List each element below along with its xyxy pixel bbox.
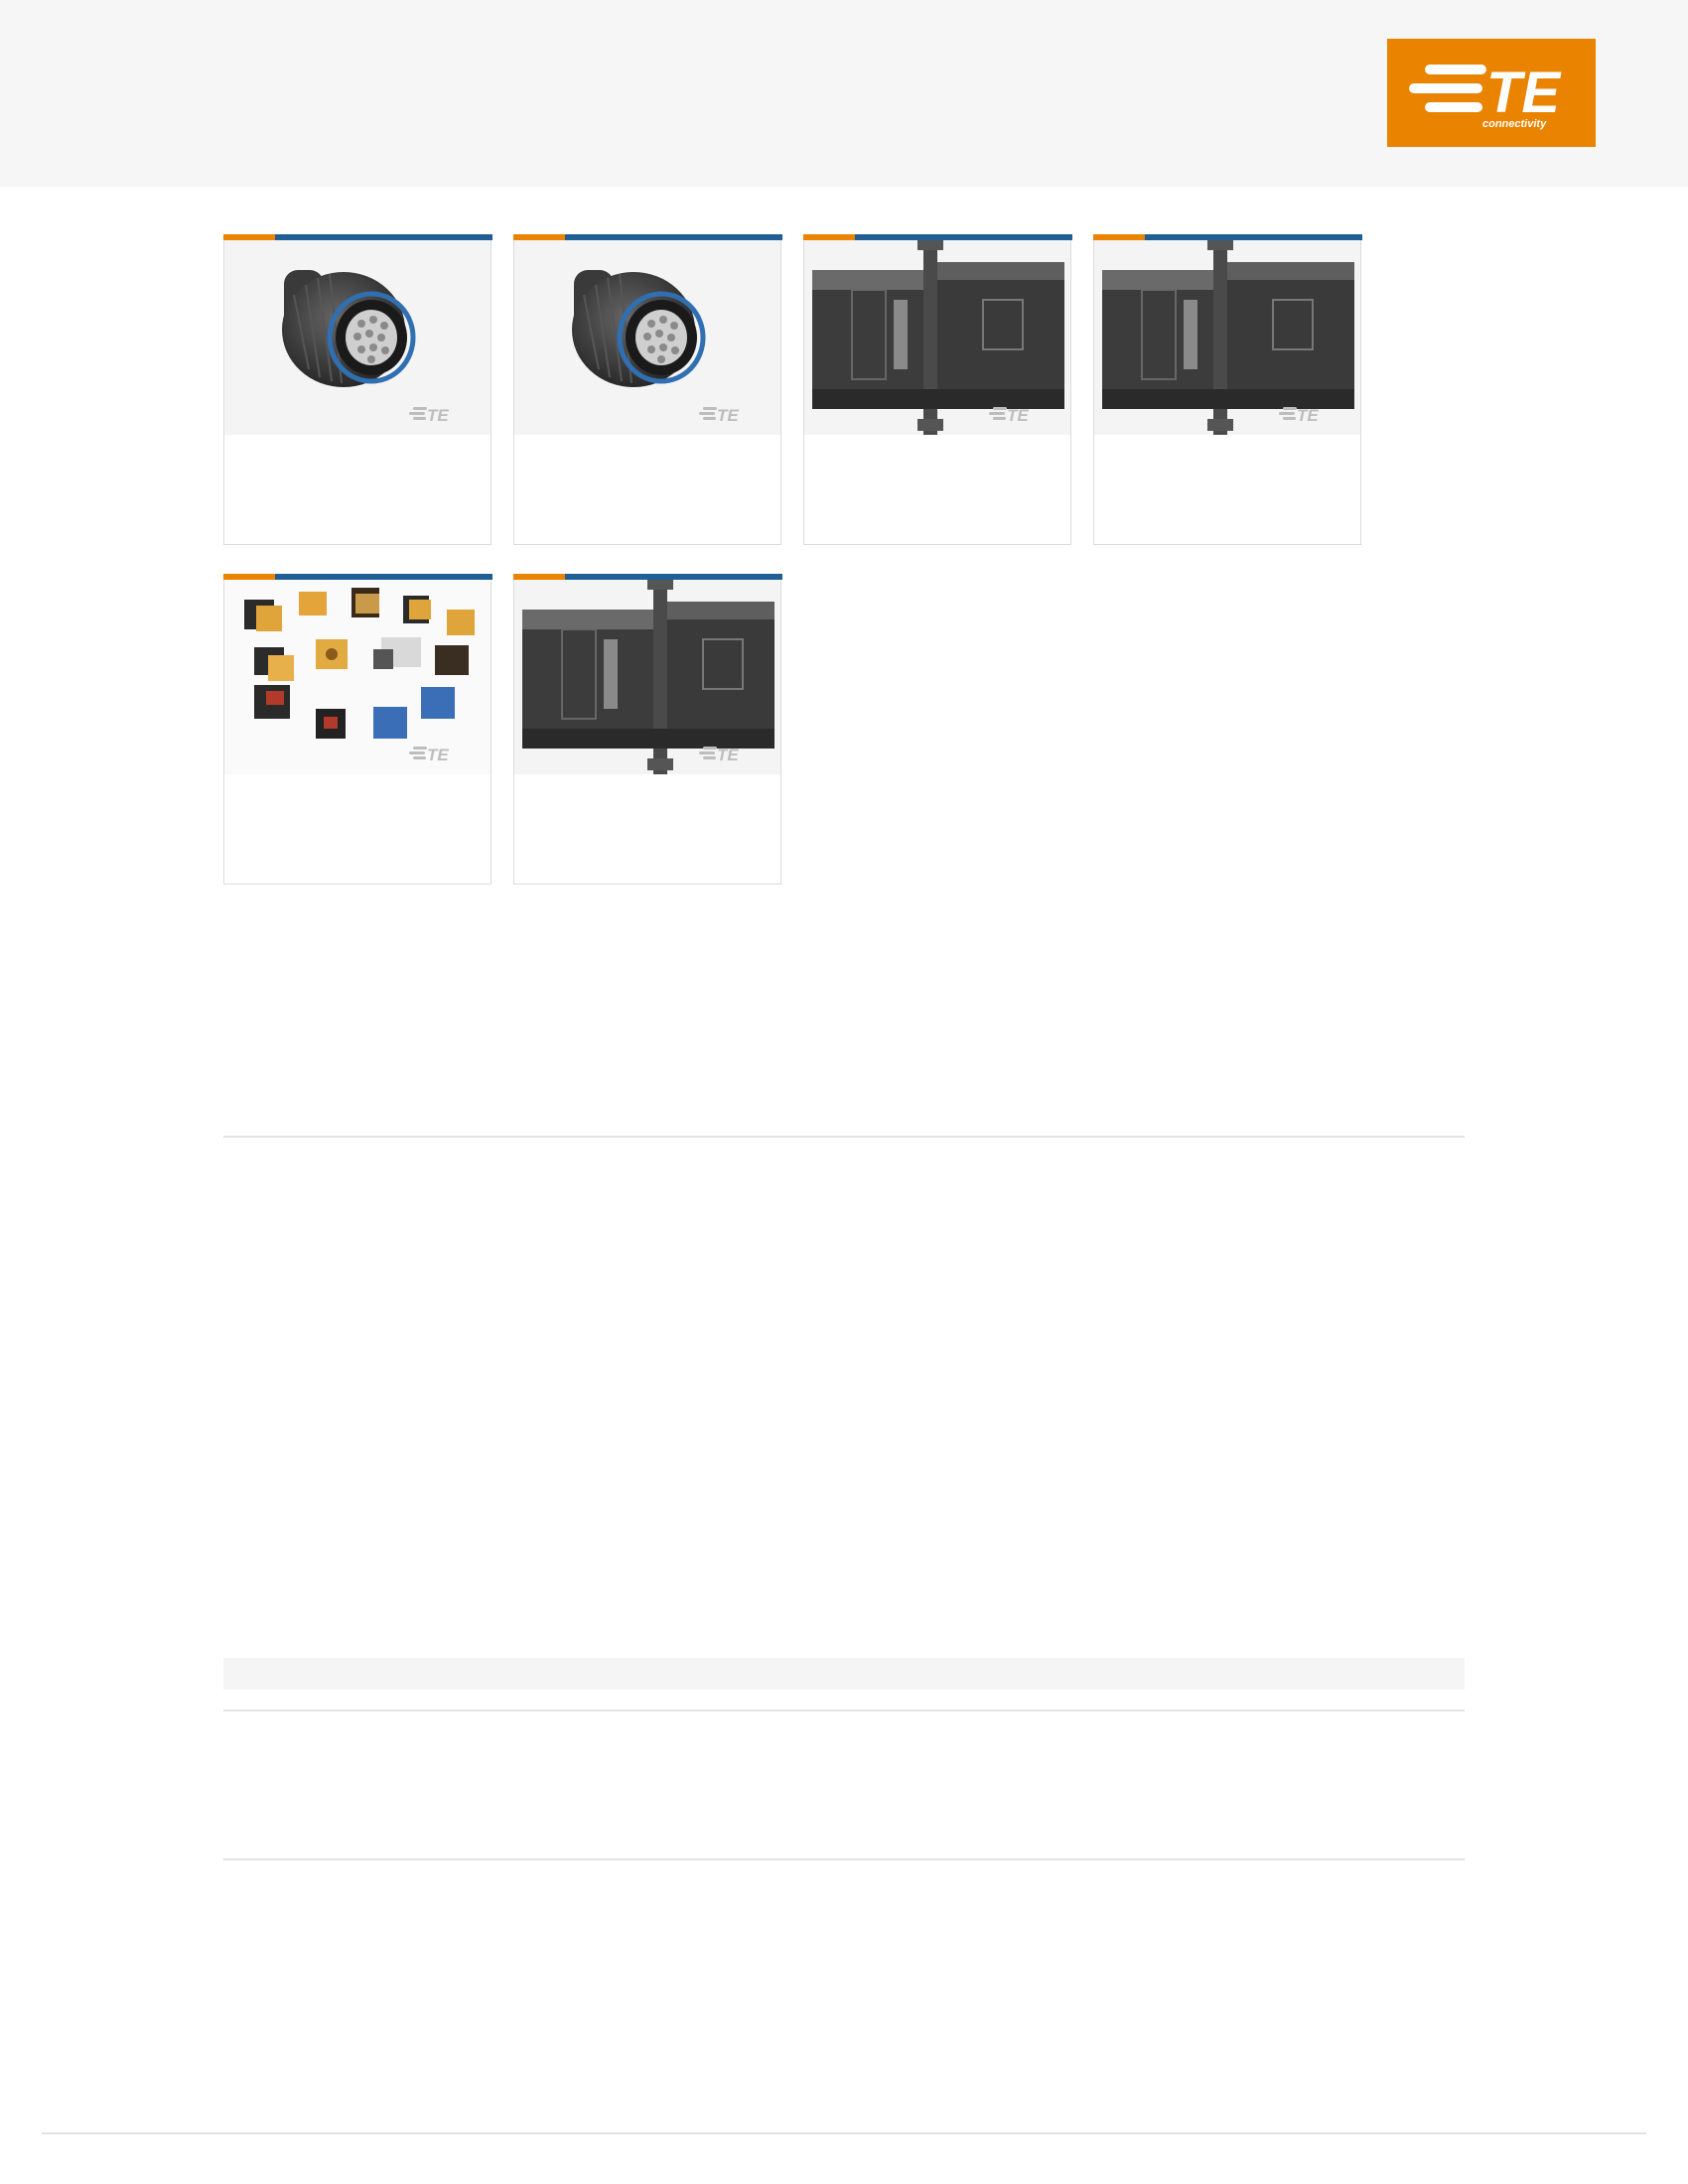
card-accent-bar <box>223 234 492 240</box>
circular-connector-image: TE <box>514 240 780 435</box>
svg-text:TE: TE <box>717 406 739 425</box>
rectangular-connector-image: TE <box>1094 240 1360 435</box>
table-divider <box>223 1858 1465 1860</box>
card-accent-bar <box>803 234 1072 240</box>
page-header: TE connectivity <box>0 0 1688 187</box>
card-accent-bar <box>223 574 492 580</box>
connector-family-image: TE <box>224 580 491 774</box>
card-accent-bar <box>513 574 782 580</box>
product-card-4[interactable]: TE <box>1093 234 1362 545</box>
svg-text:TE: TE <box>1007 406 1029 425</box>
te-watermark-icon: TE <box>1279 406 1319 425</box>
te-watermark-icon: TE <box>699 406 739 425</box>
te-watermark-icon: TE <box>409 406 449 425</box>
card-accent-bar <box>1093 234 1362 240</box>
product-card-5[interactable]: TE <box>223 574 492 885</box>
product-card-2[interactable]: TE <box>513 234 782 545</box>
rectangular-connector-image: TE <box>804 240 1070 435</box>
svg-text:TE: TE <box>427 746 449 764</box>
table-divider <box>223 1709 1465 1711</box>
te-watermark-icon: TE <box>699 746 739 764</box>
circular-connector-image: TE <box>224 240 491 435</box>
svg-text:TE: TE <box>1297 406 1319 425</box>
svg-text:connectivity: connectivity <box>1482 118 1547 130</box>
svg-text:TE: TE <box>717 746 739 764</box>
rectangular-connector-image: TE <box>514 580 780 774</box>
te-watermark-icon: TE <box>989 406 1029 425</box>
card-accent-bar <box>513 234 782 240</box>
product-card-1[interactable]: TE <box>223 234 492 545</box>
footer-divider <box>42 2132 1646 2134</box>
te-watermark-icon: TE <box>409 746 449 764</box>
table-header-band <box>223 1658 1465 1690</box>
section-divider <box>223 1136 1465 1138</box>
product-card-6[interactable]: TE <box>513 574 782 885</box>
product-card-3[interactable]: TE <box>803 234 1072 545</box>
svg-text:TE: TE <box>427 406 449 425</box>
svg-text:TE: TE <box>1486 61 1562 125</box>
te-connectivity-logo[interactable]: TE connectivity <box>1387 39 1596 147</box>
